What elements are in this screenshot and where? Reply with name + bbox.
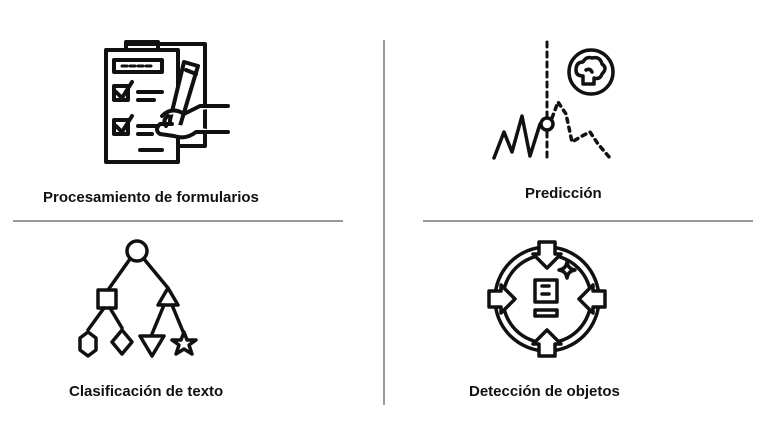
vertical-divider [383, 40, 385, 405]
label-prediction: Predicción [525, 185, 602, 202]
horizontal-divider-right [423, 220, 753, 222]
horizontal-divider-left [13, 220, 343, 222]
label-object-detection: Detección de objetos [469, 383, 620, 400]
prediction-icon [492, 40, 615, 164]
text-classification-icon [78, 239, 198, 358]
form-processing-icon [104, 40, 230, 164]
label-text-classification: Clasificación de texto [69, 383, 224, 400]
label-form-processing: Procesamiento de formularios [43, 189, 259, 206]
object-detection-icon [487, 240, 607, 358]
